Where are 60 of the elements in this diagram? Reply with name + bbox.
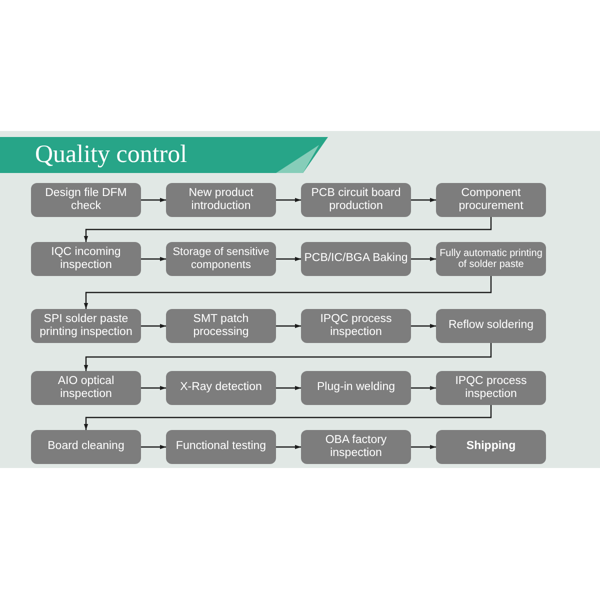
arrow	[411, 324, 436, 328]
step-label: IQC incoming inspection	[50, 246, 122, 272]
arrow	[141, 386, 166, 390]
arrow	[411, 386, 436, 390]
arrow	[84, 217, 492, 242]
process-box	[166, 183, 276, 217]
arrow	[411, 198, 436, 202]
step-label: SMT patch processing	[192, 312, 250, 340]
step-label: IPQC process inspection	[319, 312, 393, 340]
process-box	[31, 430, 141, 464]
arrow	[141, 324, 166, 328]
step-label: Plug-in welding	[317, 381, 395, 395]
step-label: AIO optical inspection	[56, 374, 116, 402]
step-label: Storage of sensitive components	[172, 246, 270, 272]
arrow	[141, 198, 166, 202]
process-box	[166, 242, 276, 276]
process-box	[31, 309, 141, 343]
arrow	[276, 324, 301, 328]
process-box	[436, 242, 546, 276]
diagram-title: Quality control	[35, 140, 188, 170]
process-box	[31, 242, 141, 276]
arrow	[84, 343, 492, 371]
step-label: PCB/IC/BGA Baking	[304, 252, 408, 266]
process-box	[31, 371, 141, 405]
step-label: Shipping	[466, 440, 516, 454]
step-label: SPI solder paste printing inspection	[38, 312, 134, 340]
arrow	[411, 256, 436, 262]
step-label: Component procurement	[458, 186, 524, 214]
step-label: OBA factory inspection	[324, 434, 388, 460]
step-label: IPQC process inspection	[454, 374, 528, 402]
process-box	[436, 309, 546, 343]
process-box	[166, 309, 276, 343]
process-box	[301, 242, 411, 276]
process-box	[31, 183, 141, 217]
arrow	[276, 256, 301, 262]
step-label: Reflow soldering	[448, 319, 534, 333]
step-label: Design file DFM check	[44, 186, 128, 214]
process-box	[301, 183, 411, 217]
process-box	[436, 430, 546, 464]
step-label: Functional testing	[176, 440, 266, 454]
process-box	[301, 371, 411, 405]
step-label: New product introduction	[188, 186, 254, 214]
process-box	[301, 430, 411, 464]
step-label: Board cleaning	[48, 440, 124, 454]
process-box	[166, 371, 276, 405]
arrow	[84, 405, 492, 430]
arrow	[84, 276, 492, 309]
arrow	[276, 386, 301, 390]
arrow	[411, 444, 436, 450]
step-label: PCB circuit board production	[310, 186, 402, 214]
process-box	[436, 371, 546, 405]
step-label: X-Ray detection	[180, 381, 262, 395]
arrow	[141, 444, 166, 450]
arrow	[141, 256, 166, 262]
process-box	[166, 430, 276, 464]
arrow	[276, 444, 301, 450]
process-box	[301, 309, 411, 343]
step-label: Fully automatic printing of solder paste	[438, 248, 544, 270]
arrow	[276, 198, 301, 202]
process-box	[436, 183, 546, 217]
